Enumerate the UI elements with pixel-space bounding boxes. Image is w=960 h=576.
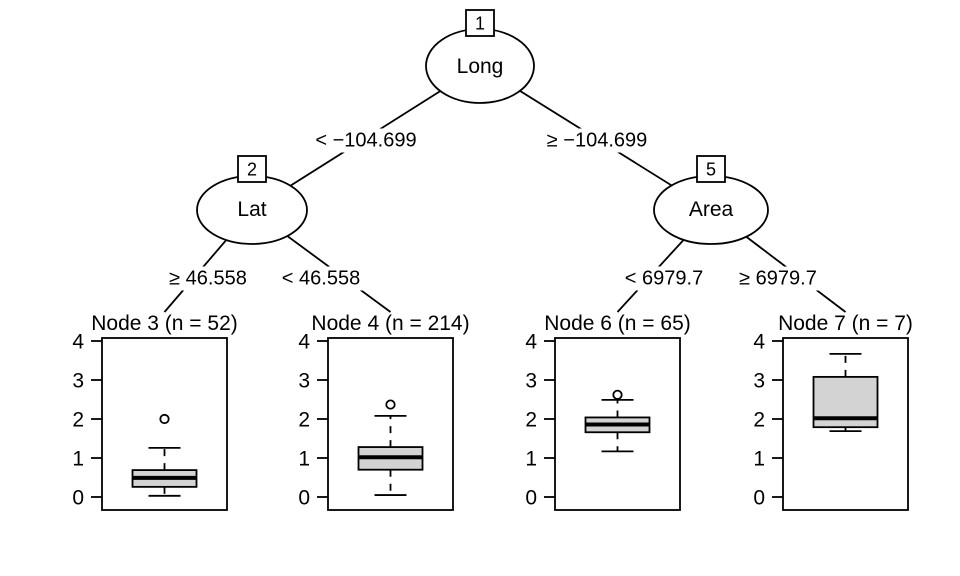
terminal-node-panel: Node 4 (n = 214) 0 1 2 3 4 [298, 312, 470, 511]
panel-frame [554, 337, 681, 511]
edge-label-node6: < 6979.7 [625, 268, 703, 290]
y-tick-label: 0 [753, 487, 765, 510]
y-tick-label: 2 [298, 409, 310, 432]
y-tick-label: 1 [298, 448, 310, 471]
y-tick-label: 1 [525, 448, 537, 471]
edge-label-bg [312, 128, 420, 153]
node-id-badge [696, 155, 726, 183]
panel-title: Node 7 (n = 7) [778, 312, 913, 335]
outlier-point [385, 399, 396, 410]
y-tick-label: 0 [298, 487, 310, 510]
y-tick-label: 2 [72, 409, 84, 432]
panel-frame [327, 337, 454, 511]
y-tick-label: 0 [525, 487, 537, 510]
y-tick-label: 4 [72, 331, 84, 354]
y-tick-label: 3 [298, 370, 310, 393]
y-tick-label: 3 [753, 370, 765, 393]
y-tick-label: 2 [525, 409, 537, 432]
panel-title: Node 3 (n = 52) [91, 312, 238, 335]
edge-label-node7: ≥ 6979.7 [739, 268, 817, 290]
edge-label-node4: < 46.558 [282, 268, 360, 290]
y-tick-label: 1 [72, 448, 84, 471]
y-tick-label: 4 [525, 331, 537, 354]
y-tick-label: 4 [298, 331, 310, 354]
y-tick-label: 4 [753, 331, 765, 354]
edge-label-bg [736, 266, 820, 291]
panel-frame [782, 337, 909, 511]
edge-label-right-root: ≥ −104.699 [547, 130, 648, 152]
edge-label-node3: ≥ 46.558 [169, 268, 247, 290]
terminal-node-panel: Node 6 (n = 65) 0 1 2 3 4 [525, 312, 691, 511]
node-id-badge [465, 9, 495, 37]
decision-node-long: 1 Long [425, 9, 535, 104]
split-variable: Lat [237, 198, 266, 221]
y-tick-label: 0 [72, 487, 84, 510]
panel-title: Node 4 (n = 214) [311, 312, 469, 335]
node-id: 2 [247, 160, 257, 180]
node-id: 5 [706, 160, 716, 180]
outlier-point [159, 413, 170, 425]
edge-label-bg [278, 266, 364, 291]
y-tick-label: 3 [72, 370, 84, 393]
node-id: 1 [475, 14, 485, 34]
panel-title: Node 6 (n = 65) [544, 312, 691, 335]
decision-nodes: 1 Long 2 Lat 5 Area [196, 9, 769, 245]
decision-node-area: 5 Area [653, 155, 769, 245]
edge-label-bg [166, 266, 250, 291]
edge-label-left-root: < −104.699 [315, 130, 416, 152]
terminal-node-panel: Node 3 (n = 52) 0 1 2 3 4 [72, 312, 238, 511]
decision-node-lat: 2 Lat [196, 155, 308, 245]
edge-label-bg [621, 266, 707, 291]
split-variable: Long [457, 55, 504, 78]
y-tick-label: 2 [753, 409, 765, 432]
edge-labels: < −104.699 ≥ −104.699 ≥ 46.558 < 46.558 … [166, 128, 820, 291]
y-tick-label: 3 [525, 370, 537, 393]
node-id-badge [237, 155, 267, 183]
panel-frame [101, 337, 228, 511]
terminal-node-panel: Node 7 (n = 7) 0 1 2 3 4 [753, 312, 913, 511]
y-tick-label: 1 [753, 448, 765, 471]
outlier-point [612, 389, 623, 400]
edge-label-bg [543, 128, 651, 153]
split-variable: Area [689, 198, 734, 221]
